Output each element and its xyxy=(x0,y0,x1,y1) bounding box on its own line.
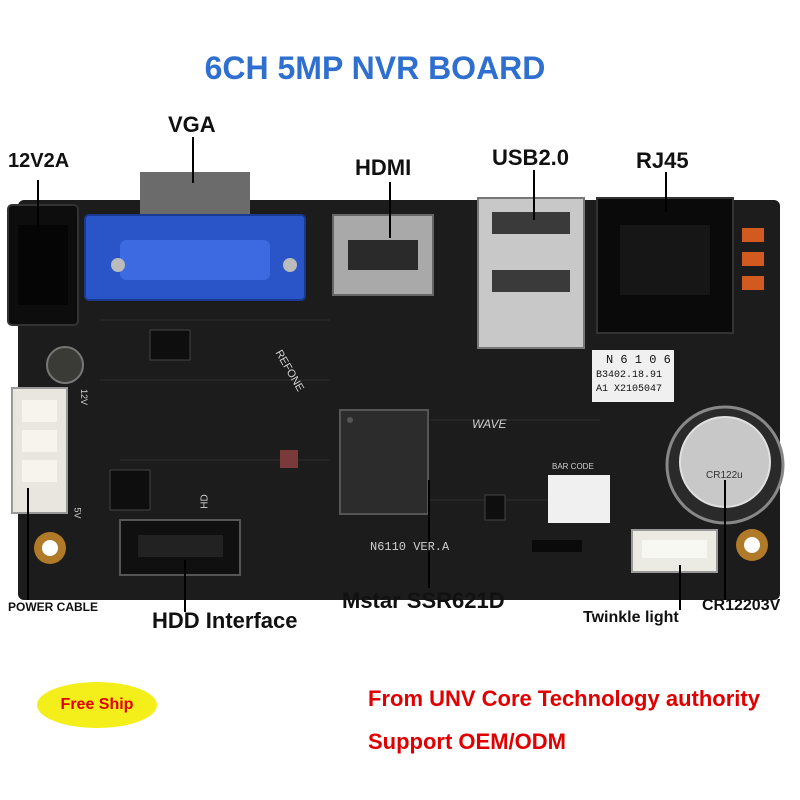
label-rj45: RJ45 xyxy=(636,148,689,173)
barcode-text: BAR CODE xyxy=(552,462,594,471)
promo-line-1: From UNV Core Technology authority xyxy=(368,686,760,711)
barcode-pad xyxy=(548,475,610,523)
label-power-cable: POWER CABLE xyxy=(8,600,98,614)
label-hdmi: HDMI xyxy=(355,155,412,180)
label-chip: Mstar SSR621D xyxy=(342,588,505,613)
label-usb: USB2.0 xyxy=(492,145,570,170)
sticker-line-1: N 6 1 0 6 xyxy=(606,353,671,367)
12v-mark: 12V xyxy=(79,388,90,406)
sticker-line-2: B3402.18.91 xyxy=(596,370,663,381)
page-title: 6CH 5MP NVR BOARD xyxy=(204,50,546,86)
label-vga: VGA xyxy=(168,112,216,137)
sticker-line-3: A1 X2105047 xyxy=(596,384,663,395)
brand-right: WAVE xyxy=(472,417,507,431)
board-version: N6110 VER.A xyxy=(370,540,450,554)
5v-mark: 5V xyxy=(72,507,83,519)
leader-lines xyxy=(27,137,726,612)
label-battery: CR12203V xyxy=(702,597,781,614)
hd-mark: HD xyxy=(199,494,211,509)
capacitor xyxy=(46,346,84,384)
free-ship-text: Free Ship xyxy=(60,696,134,713)
free-ship-badge: Free Ship xyxy=(37,682,157,728)
mstar-chip xyxy=(339,409,429,515)
promo-line-2: Support OEM/ODM xyxy=(368,729,566,754)
label-power: 12V2A xyxy=(8,150,70,172)
label-twinkle: Twinkle light xyxy=(583,609,679,626)
label-hdd: HDD Interface xyxy=(152,608,298,633)
serial-sticker xyxy=(592,350,674,402)
battery-text: CR122u xyxy=(706,470,743,481)
